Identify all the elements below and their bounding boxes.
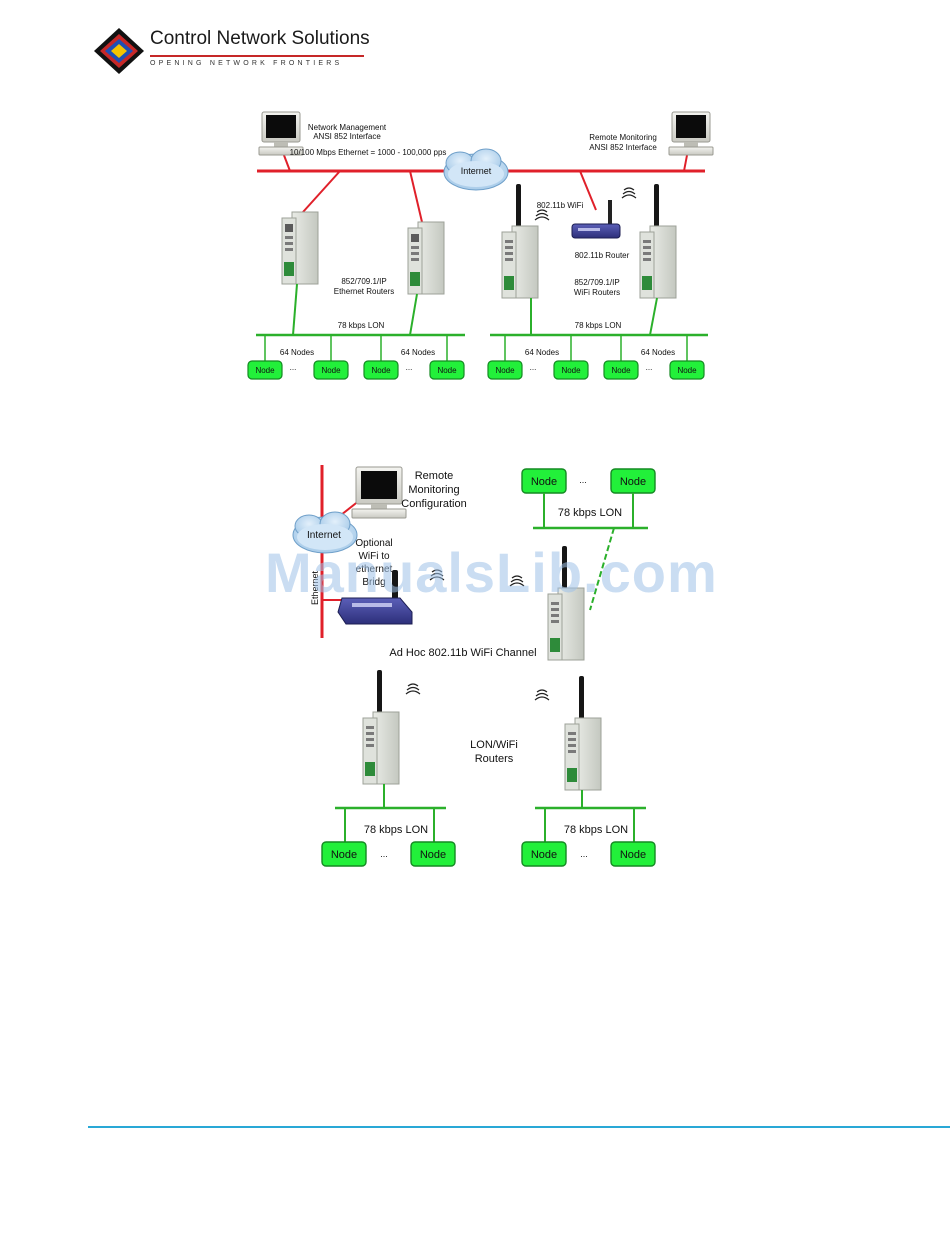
ethernet-router-icon — [281, 211, 319, 285]
nodes-count-label: 64 Nodes — [525, 348, 559, 357]
wifi-waves-icon — [534, 689, 550, 701]
ethernet-vertical-label: Ethernet — [310, 570, 320, 605]
node-label: Node — [495, 366, 515, 375]
wifi-router-icon — [362, 669, 400, 785]
wifi-routers-label-2: WiFi Routers — [574, 288, 620, 297]
wifi-router-icon — [564, 675, 602, 791]
optional-label-1: Optional — [355, 538, 392, 549]
node-label: Node — [561, 366, 581, 375]
wifi-waves-icon — [621, 187, 637, 199]
ethernet-label: 10/100 Mbps Ethernet = 1000 - 100,000 pp… — [290, 148, 447, 157]
ellipsis: ... — [579, 475, 587, 485]
lonwifi-label-1: LON/WiFi — [470, 739, 518, 751]
wifi-waves-icon — [534, 209, 550, 221]
lon-right-label: 78 kbps LON — [575, 321, 622, 330]
node-group: 64 Nodes Node Node ... — [603, 335, 705, 380]
node-label: Node — [620, 476, 646, 488]
nodes-count-label: 64 Nodes — [280, 348, 314, 357]
optional-label-2: WiFi to — [358, 551, 390, 562]
node-group: 64 Nodes Node Node ... — [247, 335, 349, 380]
ellipsis: ... — [530, 363, 537, 372]
eth-routers-label-1: 852/709.1/IP — [341, 277, 386, 286]
diagram-2: Remote Monitoring Configuration Internet… — [292, 465, 656, 867]
company-name: Control Network Solutions — [150, 28, 370, 49]
diagram-1: Network Management ANSI 852 Interface 10… — [247, 111, 714, 380]
optional-label-3: ethernet — [356, 564, 393, 575]
remote-label-3: Configuration — [401, 498, 466, 510]
ellipsis: ... — [580, 849, 588, 859]
ethernet-router-icon — [407, 221, 445, 295]
node-label: Node — [321, 366, 341, 375]
node-label: Node — [255, 366, 275, 375]
network-mgmt-iface-label: ANSI 852 Interface — [313, 132, 381, 141]
node-group: 64 Nodes Node Node ... — [487, 335, 589, 380]
lon-label: 78 kbps LON — [364, 824, 428, 836]
node-label: Node — [677, 366, 697, 375]
node-label: Node — [371, 366, 391, 375]
lon-label: 78 kbps LON — [564, 824, 628, 836]
node-label: Node — [611, 366, 631, 375]
ellipsis: ... — [646, 363, 653, 372]
node-label: Node — [437, 366, 457, 375]
network-mgmt-label: Network Management — [308, 123, 387, 132]
node-group: Node Node ... 78 kbps LON — [521, 468, 656, 530]
remote-label-1: Remote — [415, 470, 454, 482]
adhoc-label: Ad Hoc 802.11b WiFi Channel — [389, 647, 536, 659]
company-logo: Control Network Solutions OPENING NETWOR… — [90, 26, 380, 76]
wifi-router-icon — [501, 183, 539, 299]
node-label: Node — [620, 849, 646, 861]
lonwifi-label-2: Routers — [475, 753, 514, 765]
logo-rule — [150, 55, 364, 57]
footer-rule — [88, 1126, 950, 1128]
lon-label: 78 kbps LON — [558, 507, 622, 519]
optional-label-4: Bridg — [362, 577, 385, 588]
remote-monitoring-label: Remote Monitoring — [589, 133, 657, 142]
company-tagline: OPENING NETWORK FRONTIERS — [150, 60, 343, 67]
eth-routers-label-2: Ethernet Routers — [334, 287, 394, 296]
node-label: Node — [420, 849, 446, 861]
node-group: 78 kbps LON Node Node ... — [521, 790, 656, 867]
node-group: 64 Nodes Node Node ... — [363, 335, 465, 380]
remote-monitoring-pc-icon — [351, 466, 407, 519]
node-label: Node — [331, 849, 357, 861]
watermark: ManualsLib.com — [265, 541, 718, 604]
nodes-count-label: 64 Nodes — [641, 348, 675, 357]
remote-monitoring-pc-icon — [668, 111, 714, 156]
node-label: Node — [531, 849, 557, 861]
ellipsis: ... — [290, 363, 297, 372]
wifi-bridge-icon — [337, 570, 413, 625]
wifi-routers-label-1: 852/709.1/IP — [574, 278, 619, 287]
internet-label: Internet — [461, 166, 492, 176]
remote-monitoring-iface-label: ANSI 852 Interface — [589, 143, 657, 152]
node-label: Node — [531, 476, 557, 488]
router-label: 802.11b Router — [575, 251, 630, 260]
wifi-router-icon — [639, 183, 677, 299]
ellipsis: ... — [380, 849, 388, 859]
remote-label-2: Monitoring — [408, 484, 459, 496]
logo-diamond-icon — [94, 28, 144, 74]
lon-left-label: 78 kbps LON — [338, 321, 385, 330]
node-group: 78 kbps LON Node Node ... — [321, 784, 456, 867]
wifi-waves-icon — [405, 683, 421, 695]
ellipsis: ... — [406, 363, 413, 372]
wifi-label: 802.11b WiFi — [537, 201, 584, 210]
nodes-count-label: 64 Nodes — [401, 348, 435, 357]
internet-label-2: Internet — [307, 530, 341, 541]
